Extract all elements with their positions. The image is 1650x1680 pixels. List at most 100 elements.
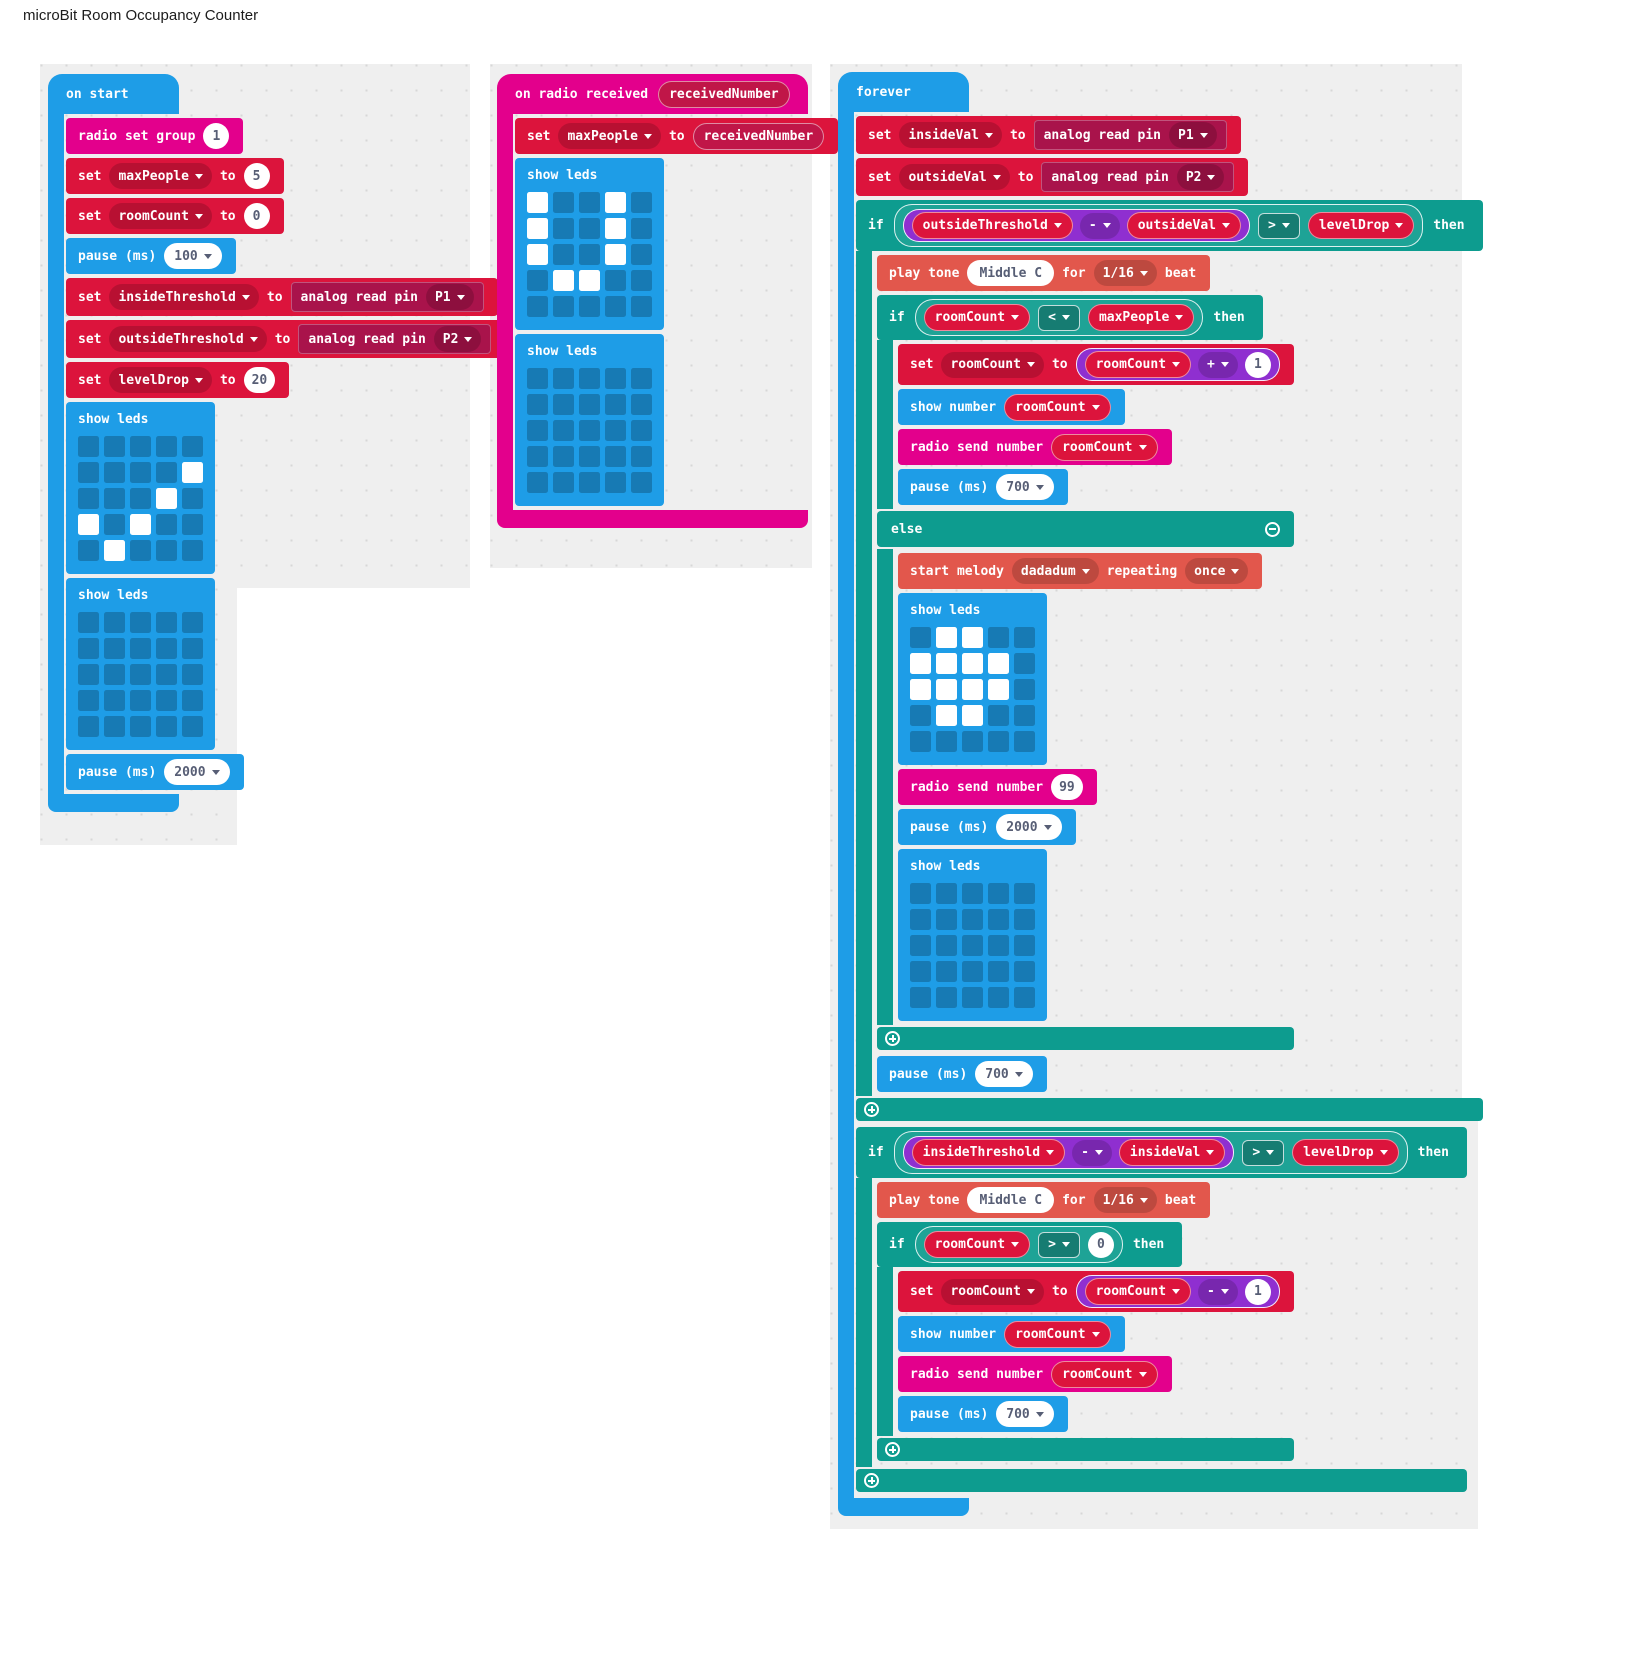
led-cell[interactable] [631, 368, 652, 389]
led-cell[interactable] [182, 514, 203, 535]
number-input[interactable]: 1 [1244, 351, 1271, 378]
dropdown-p2[interactable]: P2 [433, 326, 482, 352]
led-cell[interactable] [527, 368, 548, 389]
led-cell[interactable] [631, 420, 652, 441]
led-cell[interactable] [130, 612, 151, 633]
led-cell[interactable] [553, 244, 574, 265]
led-cell[interactable] [631, 472, 652, 493]
led-cell[interactable] [962, 987, 983, 1008]
led-cell[interactable] [130, 540, 151, 561]
variable-roomcount[interactable]: roomCount [923, 304, 1031, 331]
led-cell[interactable] [605, 472, 626, 493]
led-cell[interactable] [988, 679, 1009, 700]
led-cell[interactable] [104, 716, 125, 737]
led-cell[interactable] [553, 472, 574, 493]
led-cell[interactable] [936, 627, 957, 648]
led-cell[interactable] [910, 679, 931, 700]
led-cell[interactable] [130, 690, 151, 711]
led-cell[interactable] [156, 540, 177, 561]
led-cell[interactable] [1014, 987, 1035, 1008]
led-cell[interactable] [527, 296, 548, 317]
block-pause-ms[interactable]: pause (ms)2000 [898, 809, 1076, 845]
block-pause-ms[interactable]: pause (ms)700 [877, 1056, 1047, 1092]
led-cell[interactable] [579, 218, 600, 239]
variable-insidethreshold[interactable]: insideThreshold [911, 1139, 1066, 1166]
led-cell[interactable] [182, 612, 203, 633]
number-input[interactable]: 99 [1051, 774, 1083, 800]
dropdown-roomcount[interactable]: roomCount [109, 203, 212, 229]
led-cell[interactable] [527, 192, 548, 213]
led-cell[interactable] [78, 488, 99, 509]
led-cell[interactable] [988, 731, 1009, 752]
led-cell[interactable] [988, 653, 1009, 674]
dropdown-minus[interactable]: - [1198, 1278, 1238, 1305]
dropdown-100[interactable]: 100 [164, 243, 222, 269]
led-cell[interactable] [1014, 627, 1035, 648]
dropdown-maxpeople[interactable]: maxPeople [558, 123, 661, 149]
led-cell[interactable] [156, 612, 177, 633]
led-cell[interactable] [182, 664, 203, 685]
variable-insideval[interactable]: insideVal [1118, 1139, 1226, 1166]
dropdown-700[interactable]: 700 [975, 1061, 1033, 1087]
led-cell[interactable] [936, 987, 957, 1008]
led-cell[interactable] [527, 472, 548, 493]
variable-roomcount[interactable]: roomCount [1004, 1320, 1111, 1348]
number-input[interactable]: 1 [1244, 1278, 1271, 1305]
led-cell[interactable] [553, 192, 574, 213]
led-cell[interactable] [962, 705, 983, 726]
dropdown-roomcount[interactable]: roomCount [941, 1278, 1044, 1305]
block-pause-ms[interactable]: pause (ms)2000 [66, 754, 244, 790]
led-cell[interactable] [182, 488, 203, 509]
dropdown-greater-than[interactable]: > [1242, 1139, 1285, 1166]
led-cell[interactable] [78, 690, 99, 711]
led-cell[interactable] [104, 664, 125, 685]
led-cell[interactable] [962, 679, 983, 700]
led-cell[interactable] [936, 883, 957, 904]
led-cell[interactable] [1014, 883, 1035, 904]
led-cell[interactable] [631, 218, 652, 239]
led-cell[interactable] [527, 270, 548, 291]
led-cell[interactable] [182, 638, 203, 659]
variable-maxpeople[interactable]: maxPeople [1087, 304, 1195, 331]
led-cell[interactable] [936, 731, 957, 752]
led-cell[interactable] [104, 612, 125, 633]
led-cell[interactable] [78, 436, 99, 457]
led-cell[interactable] [78, 540, 99, 561]
led-cell[interactable] [1014, 679, 1035, 700]
led-cell[interactable] [1014, 731, 1035, 752]
hat-header[interactable]: forever [838, 72, 969, 112]
led-cell[interactable] [579, 368, 600, 389]
dropdown-2000[interactable]: 2000 [996, 814, 1062, 840]
led-cell[interactable] [962, 627, 983, 648]
variable-roomcount[interactable]: roomCount [1051, 433, 1158, 461]
led-cell[interactable] [936, 909, 957, 930]
led-cell[interactable] [910, 731, 931, 752]
math-expression[interactable]: outsideThreshold-outsideVal [902, 209, 1250, 242]
led-cell[interactable] [605, 394, 626, 415]
led-cell[interactable] [156, 638, 177, 659]
variable-receivednumber[interactable]: receivedNumber [658, 80, 790, 108]
led-cell[interactable] [936, 961, 957, 982]
led-cell[interactable] [182, 462, 203, 483]
block-show-leds[interactable]: show leds [515, 158, 664, 330]
led-cell[interactable] [605, 368, 626, 389]
led-cell[interactable] [962, 731, 983, 752]
hat-header[interactable]: on start [48, 74, 179, 114]
led-cell[interactable] [910, 987, 931, 1008]
led-cell[interactable] [130, 638, 151, 659]
variable-roomcount[interactable]: roomCount [1004, 393, 1111, 421]
number-input[interactable]: 0 [1087, 1231, 1114, 1258]
